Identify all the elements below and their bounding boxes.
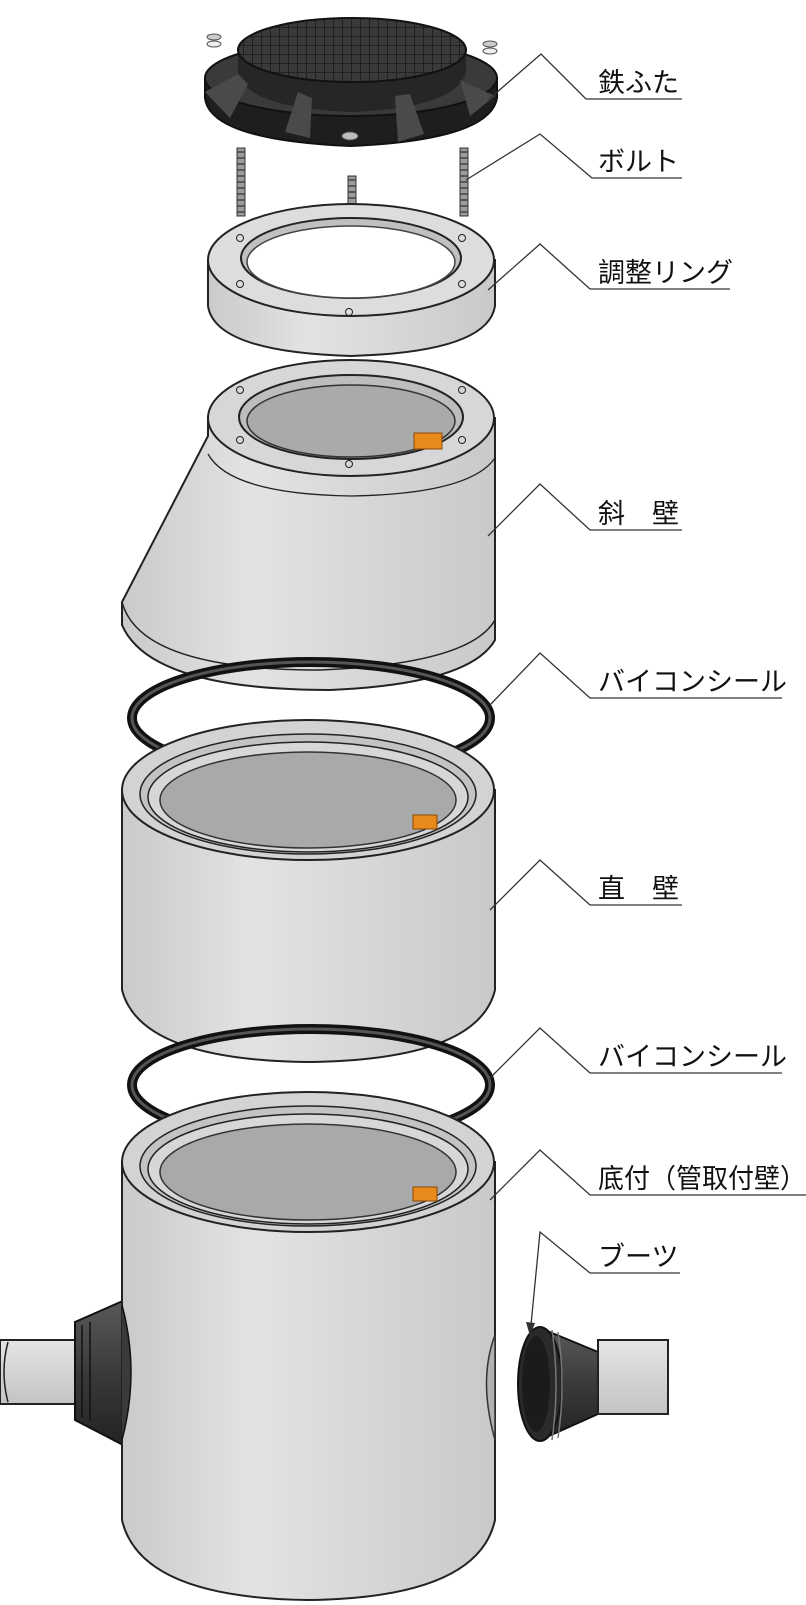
iron-lid	[204, 17, 498, 148]
label-straight-wall: 直 壁	[598, 874, 679, 905]
nut-icon	[206, 33, 222, 48]
base-wall	[121, 1091, 496, 1602]
label-base-wall: 底付（管取付壁）	[598, 1164, 806, 1195]
label-seal-1: バイコンシール	[598, 667, 787, 698]
label-bolt: ボルト	[598, 147, 679, 178]
label-boot: ブーツ	[598, 1242, 678, 1273]
boot-right	[517, 1326, 669, 1442]
label-slant-wall: 斜 壁	[598, 499, 679, 530]
leader-lines	[465, 53, 806, 1336]
label-iron-lid: 鉄ふた	[598, 68, 679, 99]
arrow-icon	[526, 1322, 535, 1336]
nut-icon	[482, 40, 498, 55]
label-adjust-ring: 調整リング	[598, 258, 733, 289]
straight-wall	[121, 719, 496, 1064]
slant-wall	[121, 359, 496, 692]
label-seal-2: バイコンシール	[598, 1042, 787, 1073]
inlet-pipe-left	[0, 1298, 126, 1448]
adjust-ring	[207, 203, 496, 358]
